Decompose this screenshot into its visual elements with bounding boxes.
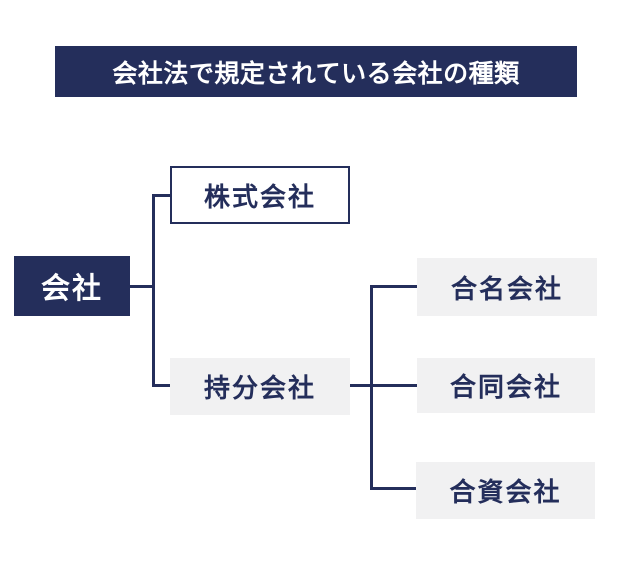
- diagram-title: 会社法で規定されている会社の種類: [112, 58, 520, 88]
- connector-to-gomei: [370, 285, 417, 288]
- connector-mochibun-to-trunk2: [350, 384, 417, 387]
- node-godo-kaisha: 合同会社: [417, 358, 595, 413]
- node-kaisha: 会社: [14, 256, 130, 316]
- node-mochibun-kaisha: 持分会社: [170, 358, 350, 415]
- connector-to-goshi: [370, 487, 417, 490]
- connector-to-kabushiki: [152, 194, 170, 197]
- connector-trunk-level2: [370, 285, 373, 490]
- title-banner: 会社法で規定されている会社の種類: [55, 46, 577, 97]
- node-gomei-kaisha: 合名会社: [417, 258, 597, 316]
- connector-to-mochibun: [152, 384, 170, 387]
- connector-trunk-level1: [152, 194, 155, 387]
- connector-root-to-trunk: [130, 285, 155, 288]
- node-goshi-kaisha: 合資会社: [416, 462, 595, 519]
- node-kabushiki-kaisha: 株式会社: [170, 166, 350, 224]
